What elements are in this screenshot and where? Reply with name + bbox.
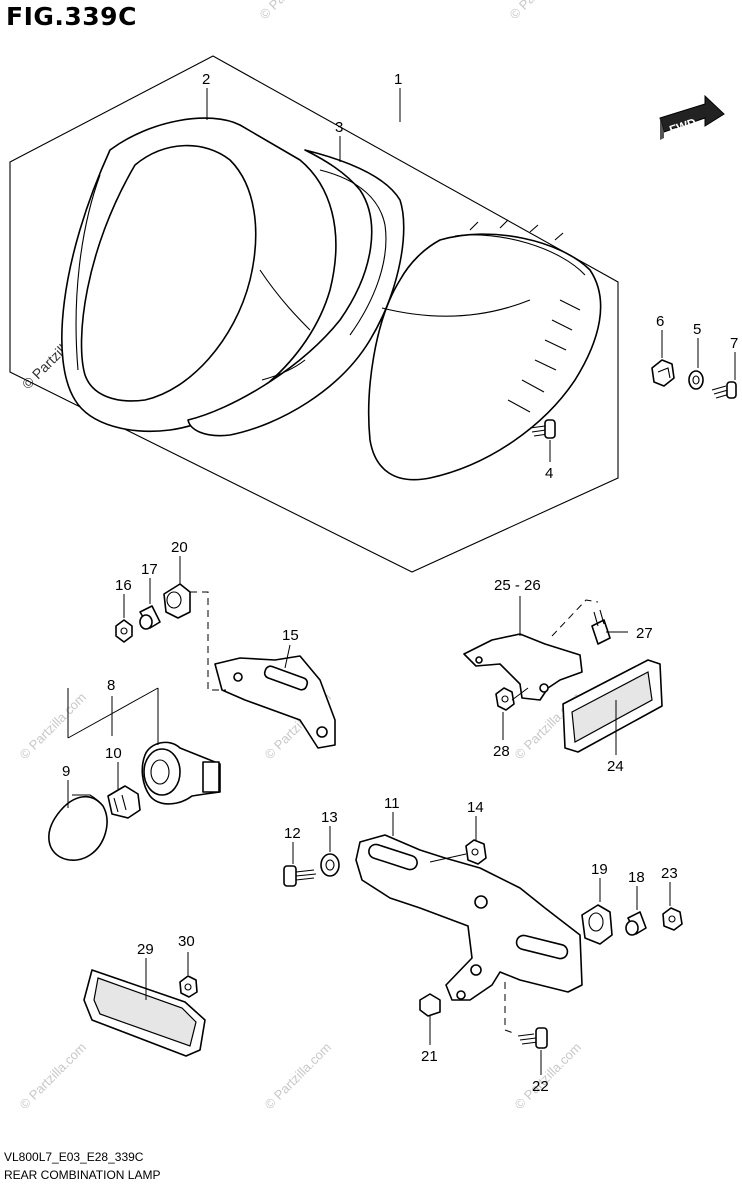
nut-23-icon — [662, 882, 683, 931]
part-number-27: 27 — [636, 625, 653, 642]
watermark: © Partzilla.com — [17, 1040, 90, 1113]
part-number-15: 15 — [282, 627, 299, 644]
nut-30-icon — [179, 952, 198, 998]
reflector-24-icon — [562, 659, 663, 755]
gasket — [187, 149, 405, 437]
part-number-22: 22 — [532, 1078, 549, 1095]
watermark: © Partzilla.com — [507, 0, 580, 22]
reflector-29-icon — [83, 958, 206, 1057]
grommet-20-icon — [163, 556, 191, 619]
part-number-25-26: 25 - 26 — [494, 577, 541, 594]
part-number-1: 1 — [394, 71, 402, 88]
part-number-3: 3 — [335, 119, 343, 136]
washer-13-icon — [320, 826, 340, 877]
washer-5-icon — [688, 338, 704, 390]
part-number-13: 13 — [321, 809, 338, 826]
bracket-15-icon — [214, 644, 336, 749]
part-number-28: 28 — [493, 743, 510, 760]
part-number-21: 21 — [421, 1048, 438, 1065]
nut-14-icon — [429, 816, 487, 865]
connector-dash — [551, 599, 599, 637]
part-number-6: 6 — [656, 313, 664, 330]
part-number-23: 23 — [661, 865, 678, 882]
bracket-25-26-icon — [463, 596, 583, 701]
part-number-18: 18 — [628, 869, 645, 886]
part-number-12: 12 — [284, 825, 301, 842]
part-number-19: 19 — [591, 861, 608, 878]
part-number-14: 14 — [467, 799, 484, 816]
part-number-2: 2 — [202, 71, 210, 88]
connector-dash — [504, 982, 517, 1035]
figure-code: VL800L7_E03_E28_339C — [4, 1150, 144, 1164]
part-number-20: 20 — [171, 539, 188, 556]
bolt-12-icon — [283, 842, 317, 887]
part-number-4: 4 — [545, 465, 553, 482]
reference-numbers: 1 2 3 4 5 6 7 8 9 10 11 12 13 14 15 16 1… — [62, 71, 738, 1095]
part-number-9: 9 — [62, 763, 70, 780]
watermark: © Partzilla.com — [262, 1040, 335, 1113]
part-number-11: 11 — [384, 795, 400, 812]
lens — [367, 219, 602, 481]
watermark: © Partzilla.com — [17, 690, 90, 763]
housing-ring — [61, 117, 337, 433]
part-number-5: 5 — [693, 321, 701, 338]
figure-name: REAR COMBINATION LAMP — [4, 1168, 161, 1182]
grommet-6-icon — [651, 330, 675, 387]
bracket-11-icon — [355, 812, 583, 1001]
lens-9-icon — [48, 780, 108, 861]
collar-18-icon — [625, 886, 647, 936]
figure-title: FIG.339C — [6, 2, 137, 31]
bulb-10-icon — [107, 762, 141, 819]
fwd-arrow-icon: FWD — [659, 94, 725, 140]
watermark: © Partzilla.com — [257, 0, 330, 22]
part-number-17: 17 — [141, 561, 158, 578]
part-number-16: 16 — [115, 577, 132, 594]
nut-16-icon — [115, 594, 133, 643]
part-number-10: 10 — [105, 745, 122, 762]
part-number-24: 24 — [607, 758, 624, 775]
grommet-21-icon — [419, 993, 441, 1045]
screw-27-icon — [591, 609, 628, 645]
socket-8-icon — [141, 741, 221, 805]
screw-22-icon — [517, 1027, 548, 1075]
connector-dash — [190, 591, 226, 691]
screw-7-icon — [711, 352, 737, 399]
nut-28-icon — [495, 687, 529, 740]
part-number-7: 7 — [730, 335, 738, 352]
part-number-30: 30 — [178, 933, 195, 950]
part-number-8: 8 — [107, 677, 115, 694]
lamp-assembly-box — [9, 55, 619, 573]
collar-17-icon — [139, 578, 161, 630]
screw-4-icon — [529, 419, 556, 462]
part-number-29: 29 — [137, 941, 154, 958]
grommet-19-icon — [581, 878, 613, 945]
watermark: © Partzilla.com — [512, 1040, 585, 1113]
